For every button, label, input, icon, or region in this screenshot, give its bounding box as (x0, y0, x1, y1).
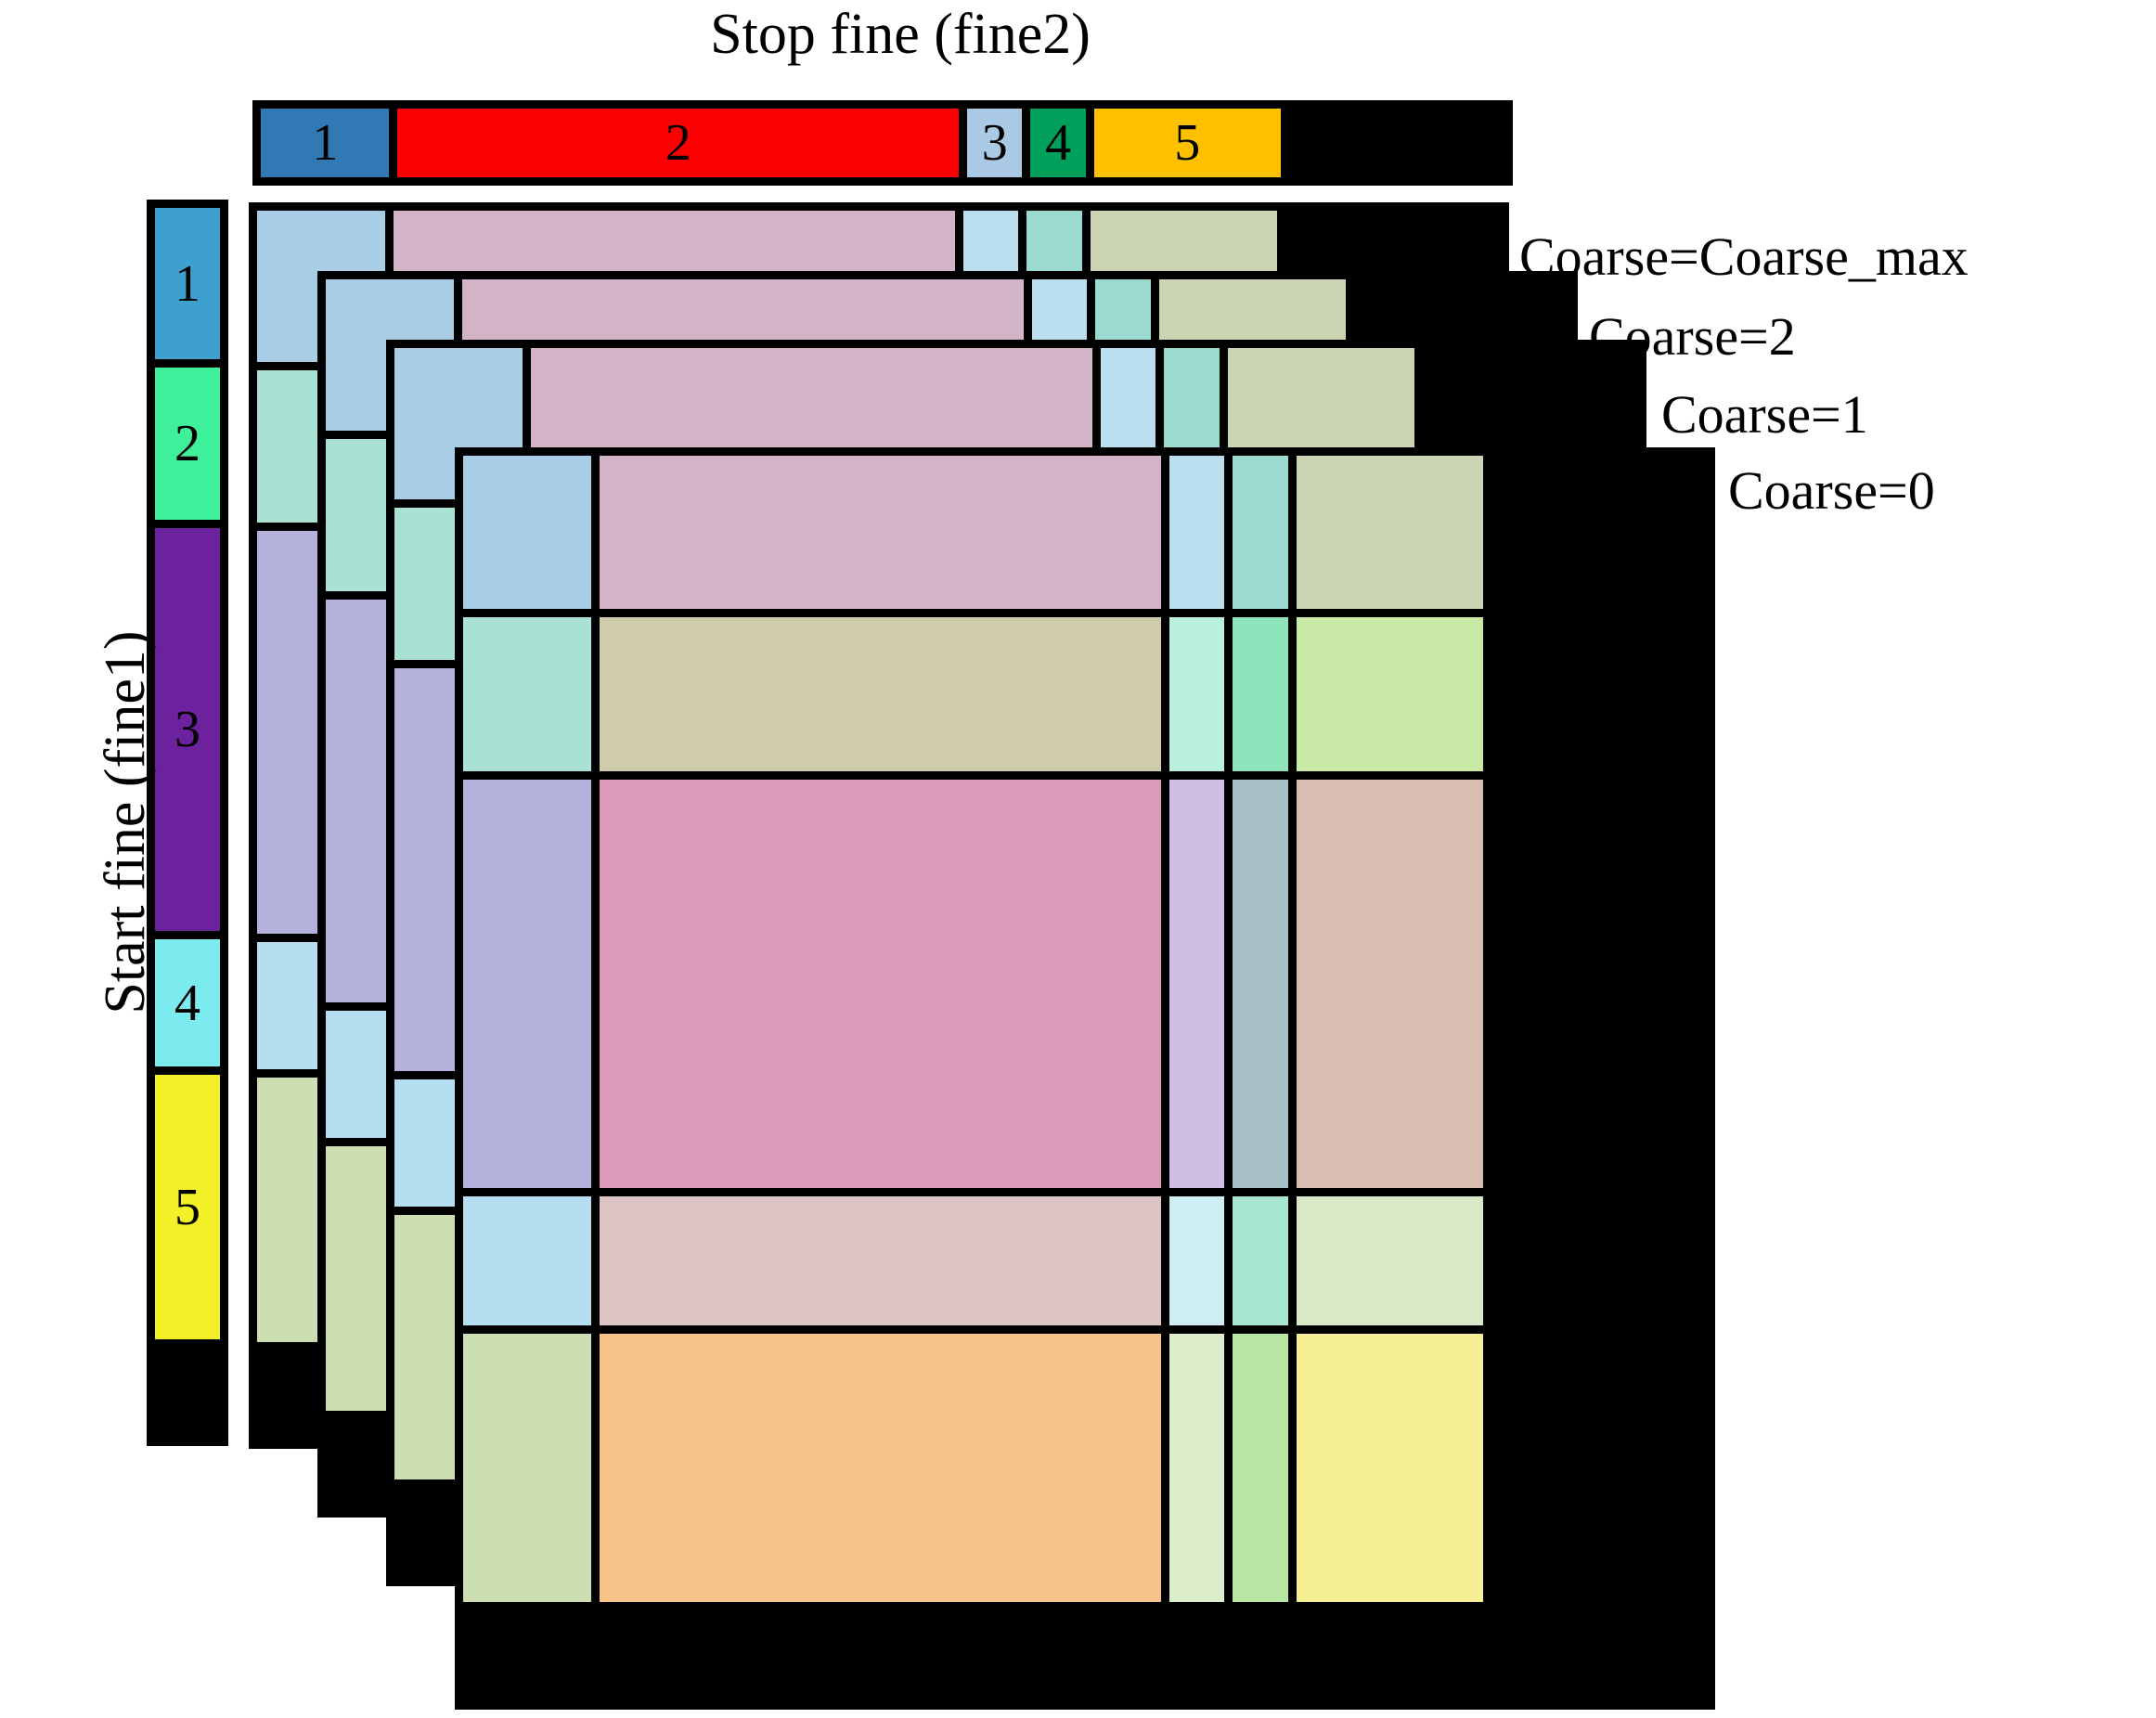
matrix-cell-r3-c2[interactable] (600, 779, 1170, 1189)
matrix-row (463, 456, 1707, 618)
matrix-cell-r4-c1[interactable] (463, 1196, 600, 1326)
start-fine-legend-segment-2[interactable]: 2 (155, 368, 220, 528)
start-fine-legend-label: 1 (174, 254, 200, 313)
stop-fine-legend-segment-3[interactable]: 3 (967, 109, 1031, 177)
stop-fine-legend-label: 3 (981, 114, 1008, 172)
start-fine-legend[interactable]: 1 2 3 4 5 (147, 200, 228, 1446)
matrix-cell-r2-c2[interactable] (600, 617, 1170, 771)
start-fine-legend-segment-3[interactable]: 3 (155, 527, 220, 940)
matrix-cell-r4-c2[interactable] (600, 1196, 1170, 1326)
start-fine-legend-label: 3 (174, 700, 200, 758)
matrix-cell-r1-c1[interactable] (463, 456, 600, 610)
matrix-cell-r5-c3[interactable] (1169, 1334, 1233, 1602)
stop-fine-legend-label: 5 (1174, 114, 1201, 172)
matrix-cell-r3-c3[interactable] (1169, 779, 1233, 1189)
coarse-layer-label-1: Coarse=2 (1589, 306, 1796, 367)
stop-fine-legend-label: 4 (1045, 114, 1072, 172)
start-fine-legend-segment-4[interactable]: 4 (155, 939, 220, 1076)
matrix-cell-r2-c4[interactable] (1233, 617, 1297, 771)
stop-fine-legend-segment-5[interactable]: 5 (1093, 109, 1281, 177)
matrix-row (463, 779, 1707, 1197)
matrix-cell-r1-c3[interactable] (1169, 456, 1233, 610)
stop-fine-legend-segment-2[interactable]: 2 (397, 109, 968, 177)
matrix-cell-r2-c5[interactable] (1296, 617, 1483, 771)
matrix-cell-r5-c2[interactable] (600, 1334, 1170, 1602)
row-axis-title: Start fine (fine1) (94, 630, 157, 1014)
matrix-cell-r2-c3[interactable] (1169, 617, 1233, 771)
matrix-row (463, 1196, 1707, 1335)
start-fine-legend-segment-5[interactable]: 5 (155, 1075, 220, 1339)
matrix-cell-r4-c4[interactable] (1233, 1196, 1297, 1326)
matrix-cell-r5-c1[interactable] (463, 1334, 600, 1602)
matrix-cell-r3-c1[interactable] (463, 779, 600, 1189)
coarse-layer-label-0: Coarse=Coarse_max (1519, 226, 1969, 287)
coarse-layer-label-2: Coarse=1 (1661, 384, 1868, 445)
matrix-cell-r4-c3[interactable] (1169, 1196, 1233, 1326)
matrix-cell-r1-c2[interactable] (600, 456, 1170, 610)
stop-fine-legend-label: 2 (665, 114, 691, 172)
coarse-layer-0[interactable] (455, 447, 1715, 1710)
matrix-row (463, 617, 1707, 780)
matrix-row (463, 1334, 1707, 1602)
matrix-cell-r5-c5[interactable] (1296, 1334, 1483, 1602)
matrix-cell-r2-c1[interactable] (463, 617, 600, 771)
start-fine-legend-label: 2 (174, 414, 200, 472)
start-fine-legend-label: 4 (174, 974, 200, 1032)
column-axis-title: Stop fine (fine2) (710, 3, 1091, 66)
matrix-cell-r3-c4[interactable] (1233, 779, 1297, 1189)
matrix-cell-r1-c5[interactable] (1296, 456, 1483, 610)
matrix-cell-r1-c4[interactable] (1233, 456, 1297, 610)
matrix-cell-r4-c5[interactable] (1296, 1196, 1483, 1326)
matrix-cell-r5-c4[interactable] (1233, 1334, 1297, 1602)
stop-fine-legend-segment-1[interactable]: 1 (261, 109, 398, 177)
stop-fine-legend-segment-4[interactable]: 4 (1030, 109, 1094, 177)
coarse-layer-label-3: Coarse=0 (1728, 460, 1935, 521)
matrix-cell-r3-c5[interactable] (1296, 779, 1483, 1189)
start-fine-legend-segment-1[interactable]: 1 (155, 208, 220, 368)
start-fine-legend-label: 5 (174, 1178, 200, 1236)
stop-fine-legend-label: 1 (312, 114, 339, 172)
